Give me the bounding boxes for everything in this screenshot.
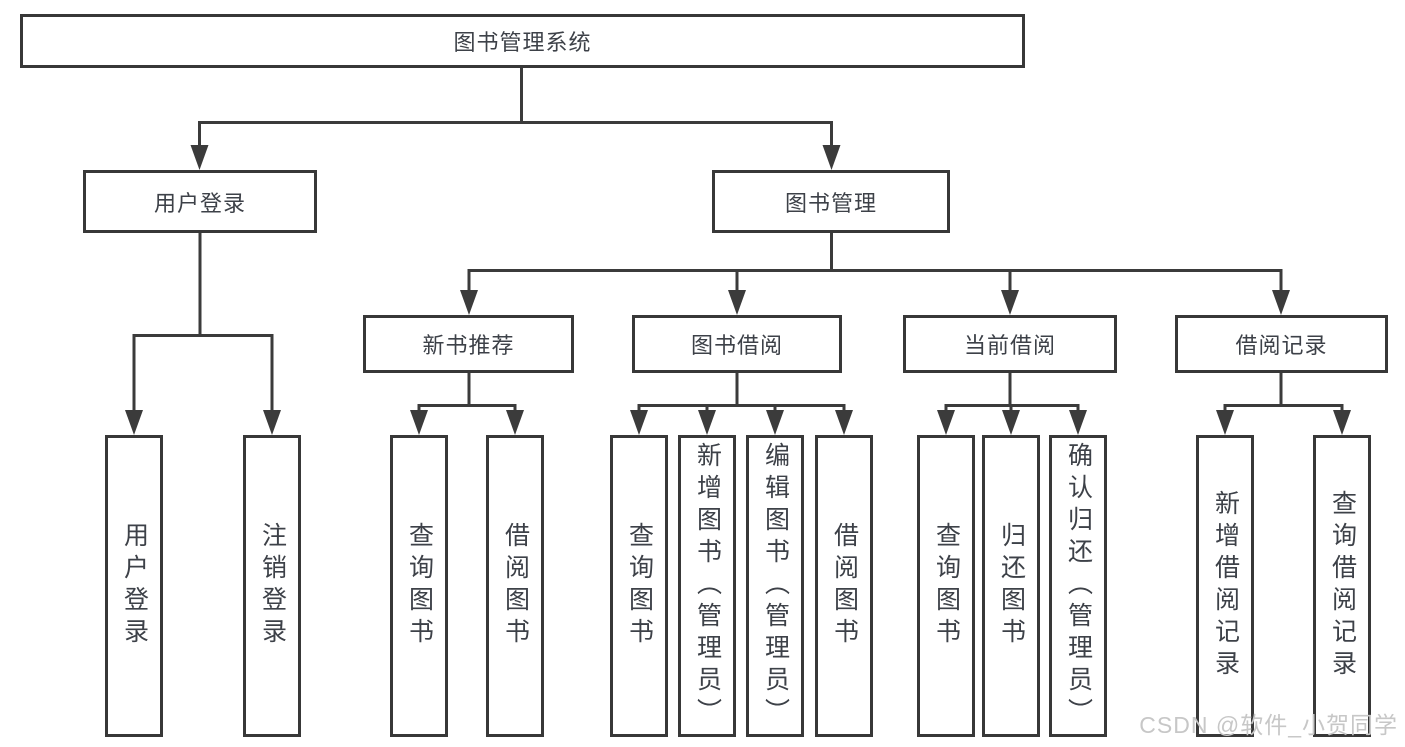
leaf-add-borrow-record-label: 新增借阅记录	[1211, 490, 1240, 682]
node-new-book-recommend: 新书推荐	[363, 315, 574, 373]
node-borrow-records: 借阅记录	[1175, 315, 1388, 373]
node-current-borrow-label: 当前借阅	[963, 333, 1056, 358]
arrow-down-icon	[698, 410, 716, 435]
arrow-down-icon	[630, 410, 648, 435]
leaf-query-books-borrow-label: 查询图书	[625, 522, 654, 650]
arrow-down-icon	[190, 145, 209, 170]
connector-records-leaf-span	[1223, 404, 1344, 412]
leaf-edit-books-admin-label: 编辑图书（管理员）	[761, 442, 790, 730]
node-new-book-recommend-label: 新书推荐	[422, 333, 515, 358]
leaf-user-login-label: 用户登录	[120, 522, 149, 650]
watermark-text: CSDN @软件_小贺同学	[1139, 712, 1398, 738]
arrow-down-icon	[728, 290, 746, 315]
connector-borrow-leaf-span	[637, 404, 846, 412]
node-book-management: 图书管理	[712, 170, 950, 233]
leaf-user-login: 用户登录	[105, 435, 163, 737]
leaf-query-books-current: 查询图书	[917, 435, 975, 737]
node-book-borrow-label: 图书借阅	[690, 333, 783, 358]
arrow-down-icon	[1069, 410, 1087, 435]
node-book-management-label: 图书管理	[784, 190, 877, 216]
leaf-logout: 注销登录	[243, 435, 301, 737]
leaf-confirm-return-admin-label: 确认归还（管理员）	[1064, 442, 1093, 730]
arrow-down-icon	[410, 410, 428, 435]
leaf-return-books-label: 归还图书	[997, 522, 1026, 650]
leaf-logout-label: 注销登录	[258, 522, 287, 650]
connector-login-children-span	[132, 334, 274, 412]
arrow-down-icon	[506, 410, 524, 435]
leaf-query-borrow-record: 查询借阅记录	[1313, 435, 1371, 737]
connector-l2-span	[198, 121, 833, 147]
arrow-down-icon	[835, 410, 853, 435]
connector-l3-span	[467, 269, 1283, 292]
arrow-down-icon	[460, 290, 478, 315]
node-borrow-records-label: 借阅记录	[1235, 333, 1328, 358]
leaf-add-books-admin: 新增图书（管理员）	[678, 435, 736, 737]
arrow-down-icon	[125, 410, 143, 435]
leaf-borrow-books-label: 借阅图书	[830, 522, 859, 650]
leaf-edit-books-admin: 编辑图书（管理员）	[746, 435, 804, 737]
arrow-down-icon	[1001, 290, 1019, 315]
arrow-down-icon	[766, 410, 784, 435]
arrow-down-icon	[263, 410, 281, 435]
leaf-query-books-recommend-label: 查询图书	[405, 522, 434, 650]
node-user-login: 用户登录	[83, 170, 317, 233]
leaf-borrow-books: 借阅图书	[815, 435, 873, 737]
connector-newbook-leaf-span	[417, 404, 517, 412]
leaf-confirm-return-admin: 确认归还（管理员）	[1049, 435, 1107, 737]
node-root-label: 图书管理系统	[453, 30, 592, 55]
leaf-query-books-current-label: 查询图书	[932, 522, 961, 650]
node-root: 图书管理系统	[20, 14, 1025, 68]
leaf-borrow-books-recommend: 借阅图书	[486, 435, 544, 737]
leaf-query-borrow-record-label: 查询借阅记录	[1328, 490, 1357, 682]
arrow-down-icon	[1333, 410, 1351, 435]
leaf-query-books-recommend: 查询图书	[390, 435, 448, 737]
node-book-borrow: 图书借阅	[632, 315, 842, 373]
arrow-down-icon	[1002, 410, 1020, 435]
leaf-add-books-admin-label: 新增图书（管理员）	[693, 442, 722, 730]
arrow-down-icon	[822, 145, 841, 170]
node-user-login-label: 用户登录	[153, 190, 246, 216]
arrow-down-icon	[1216, 410, 1234, 435]
arrow-down-icon	[937, 410, 955, 435]
leaf-add-borrow-record: 新增借阅记录	[1196, 435, 1254, 737]
arrow-down-icon	[1272, 290, 1290, 315]
leaf-return-books: 归还图书	[982, 435, 1040, 737]
leaf-query-books-borrow: 查询图书	[610, 435, 668, 737]
leaf-borrow-books-recommend-label: 借阅图书	[501, 522, 530, 650]
node-current-borrow: 当前借阅	[903, 315, 1117, 373]
connector-current-leaf-span	[944, 404, 1080, 412]
